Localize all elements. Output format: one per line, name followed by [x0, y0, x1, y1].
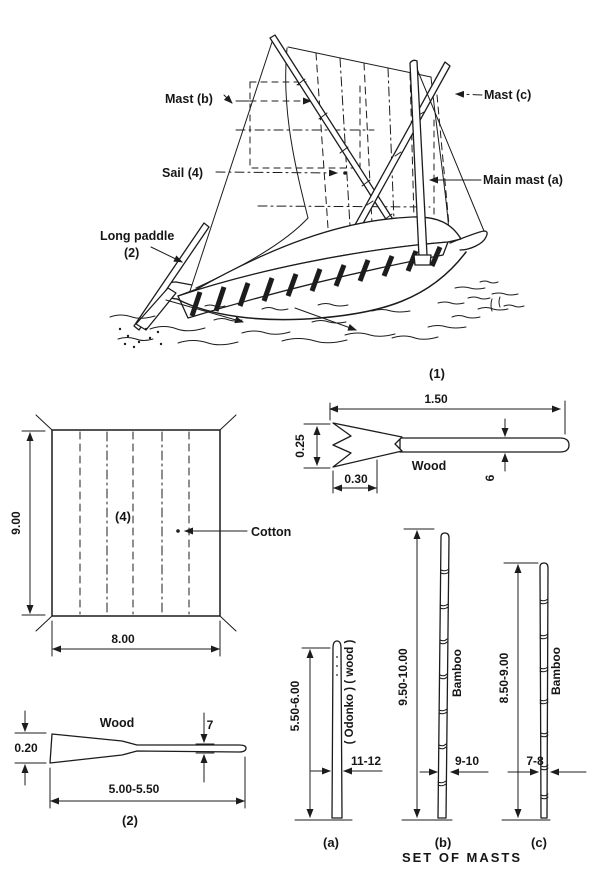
mast-c-material-label: Bamboo	[549, 647, 563, 695]
mast-a-material-label: ( Odonko ) ( wood )	[344, 639, 356, 744]
mast-a-caption: (a)	[323, 835, 339, 850]
sail-width-value: 8.00	[111, 632, 135, 646]
mast-b-material-label: Bamboo	[450, 649, 464, 697]
mast-a-length-value: 5.50-6.00	[288, 680, 302, 731]
sail-material-label: Cotton	[251, 525, 291, 539]
long-paddle-qty-label: (2)	[124, 246, 139, 260]
sail-height-value: 9.00	[9, 511, 23, 535]
mast-a: 5.50-6.00 ( Odonko ) ( wood ) 11-12 (a)	[288, 639, 383, 850]
boat-hull	[163, 216, 488, 321]
long-paddle-label: Long paddle	[100, 229, 174, 243]
mast-c: 8.50-9.00 Bamboo 7-8 (c)	[497, 562, 587, 850]
fork-length-value: 1.50	[424, 392, 448, 406]
boat-illustration: Mast (b) Sail (4) Mast (c) Main mast (a)…	[100, 34, 563, 349]
main-mast-label: Main mast (a)	[483, 173, 563, 187]
boat-labels: Mast (b) Sail (4) Mast (c) Main mast (a)…	[100, 88, 563, 263]
mast-c-label: Mast (c)	[484, 88, 531, 102]
mast-c-length-value: 8.50-9.00	[497, 652, 511, 703]
paddle-length-value: 5.00-5.50	[109, 782, 160, 796]
mast-b: 9.50-10.00 Bamboo 9-10 (b)	[396, 528, 489, 850]
fork-head-width-value: 0.25	[293, 434, 307, 458]
sail-drawing: (4) Cotton 9.00 8.00	[9, 414, 291, 657]
mast-c-caption: (c)	[531, 835, 547, 850]
mast-b-diameter-value: 9-10	[455, 754, 479, 768]
water	[109, 280, 525, 349]
mast-c-diameter-value: 7-8	[526, 754, 544, 768]
paddle-drawing: Wood 7 0.20 5.00-5.50 (2)	[14, 710, 247, 828]
paddle-material-label: Wood	[100, 716, 134, 730]
sail-label: Sail (4)	[162, 166, 203, 180]
fork-tool-drawing: (1) 1.50 0.25 0.30 Wood 6	[293, 366, 570, 494]
construction-lines	[235, 78, 375, 177]
paddle-shaft-diameter-value: 7	[207, 718, 214, 732]
fork-material-label: Wood	[412, 459, 446, 473]
sail-part-label: (4)	[115, 509, 131, 524]
paddle-blade-thickness-value: 0.20	[14, 741, 38, 755]
fork-head-length-value: 0.30	[344, 472, 368, 486]
set-of-masts-caption: SET OF MASTS	[402, 850, 522, 865]
mast-b-length-value: 9.50-10.00	[396, 648, 410, 706]
paddle-caption: (2)	[122, 813, 138, 828]
masts-drawing: 5.50-6.00 ( Odonko ) ( wood ) 11-12 (a) …	[288, 528, 587, 865]
fork-shaft-diameter-value: 6	[483, 474, 497, 481]
mast-b-label: Mast (b)	[165, 92, 213, 106]
mast-a-diameter-value: 11-12	[351, 754, 381, 768]
boat-rigging	[189, 41, 485, 292]
fork-caption: (1)	[429, 366, 445, 381]
boat-main-mast	[409, 59, 432, 266]
mast-b-caption: (b)	[435, 835, 452, 850]
